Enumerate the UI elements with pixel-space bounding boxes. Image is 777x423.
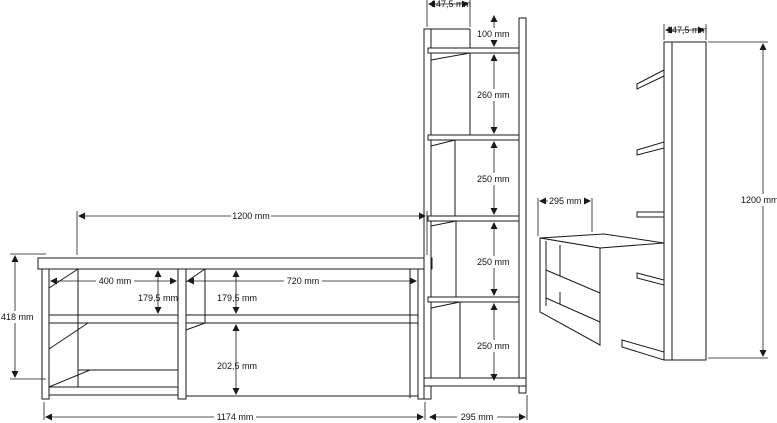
bookcase-shelf-2 (427, 134, 520, 141)
tv-unit-front-view (37, 257, 433, 400)
label-bookcase-shelf-1: 260 mm (477, 90, 510, 100)
tv-unit-left-bottom (48, 386, 179, 396)
label-right-upper-height: 179,5 mm (217, 293, 257, 303)
label-bookcase-shelf-2: 250 mm (477, 174, 510, 184)
side-bookcase-body (663, 41, 707, 361)
label-side-bookcase-height: 1200 mm (741, 195, 777, 205)
side-shelf-4 (636, 272, 665, 286)
bookcase-front-view (423, 17, 527, 400)
tv-unit-middle-divider (177, 268, 187, 400)
bookcase-shelf-3 (427, 215, 520, 222)
label-bookcase-top-gap: 100 mm (477, 29, 510, 39)
tv-unit-left-shelf (48, 314, 179, 324)
bookcase-base (423, 377, 527, 387)
label-tv-top-width: 1200 mm (232, 211, 270, 221)
label-tv-total-width: 1174 mm (217, 412, 254, 422)
bookcase-shelf-1 (427, 47, 520, 54)
tv-unit-top-board (37, 257, 433, 270)
label-left-compartment-width: 400 mm (99, 276, 132, 286)
label-tv-height: 418 mm (1, 312, 34, 322)
label-bookcase-shelf-4: 250 mm (477, 341, 510, 351)
tv-unit-left-side (41, 268, 50, 400)
side-shelf-1 (636, 69, 665, 90)
side-base (621, 339, 665, 361)
label-bookcase-shelf-3: 250 mm (477, 257, 510, 267)
label-side-bookcase-depth: 147,5 mm (667, 25, 707, 35)
label-side-unit-depth: 295 mm (549, 196, 582, 206)
bookcase-left-side (423, 28, 432, 400)
bookcase-shelf-4 (427, 296, 520, 303)
label-bookcase-depth-top: 147,5 mm (431, 0, 471, 9)
tv-unit-right-shelf (185, 314, 419, 324)
side-shelf-2 (636, 141, 665, 156)
label-bookcase-depth-bottom: 295 mm (461, 412, 494, 422)
side-shelf-3 (636, 211, 665, 218)
label-lower-compartment-height: 202,5 mm (217, 361, 257, 371)
label-left-upper-height: 179,5 mm (138, 293, 178, 303)
label-right-compartment-width: 720 mm (287, 276, 320, 286)
side-low-unit-front (539, 237, 601, 346)
bookcase-right-side (518, 17, 527, 394)
side-view (539, 41, 707, 361)
